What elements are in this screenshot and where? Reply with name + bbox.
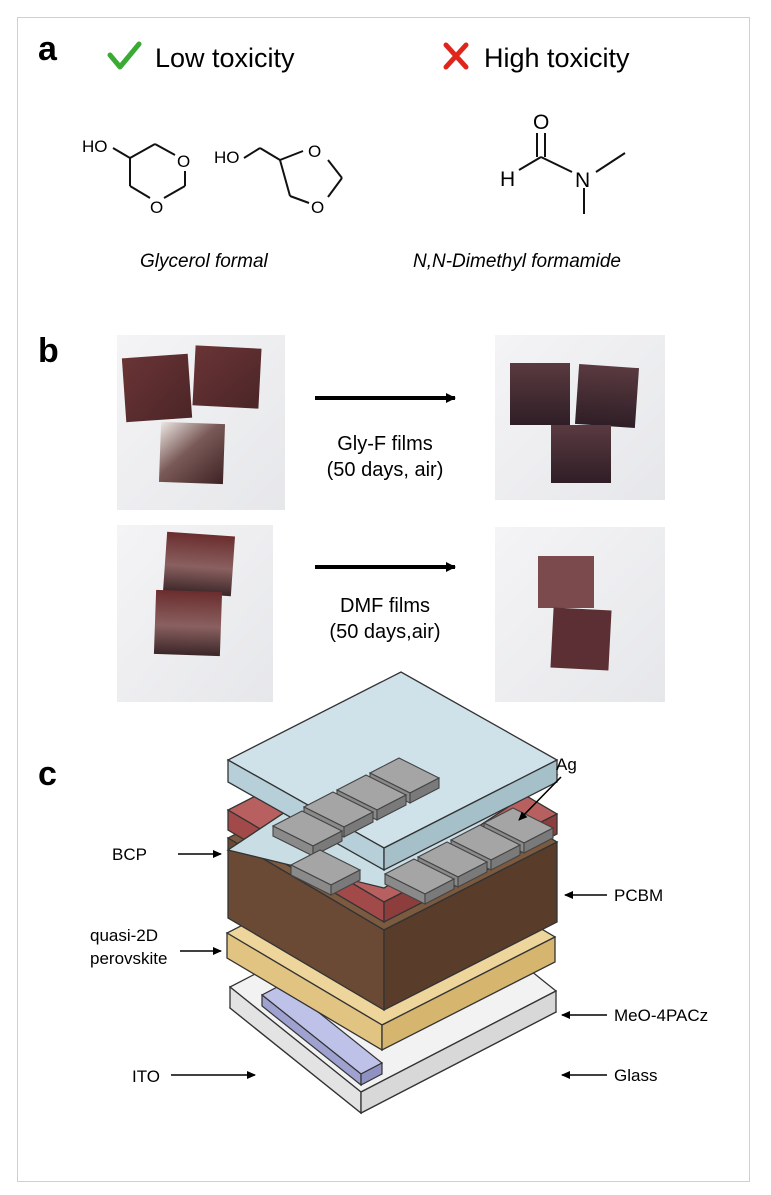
caption-glycerol-formal: Glycerol formal — [140, 251, 269, 272]
check-icon — [107, 41, 142, 70]
film-square — [510, 363, 570, 425]
label-glass: Glass — [614, 1066, 657, 1085]
label-perovskite-line2: perovskite — [90, 949, 167, 968]
photo-dmf-aged — [495, 527, 665, 702]
low-toxicity-label: Low toxicity — [155, 43, 295, 73]
film-square — [121, 353, 193, 423]
label-pcbm: PCBM — [614, 886, 663, 905]
ag-pad — [271, 810, 344, 857]
film-square-degraded — [162, 531, 236, 597]
label-ito: ITO — [132, 1067, 160, 1086]
dmf-h-label: H — [500, 168, 515, 191]
label-bcp: BCP — [112, 845, 147, 864]
cross-icon — [443, 42, 469, 70]
label-perovskite-line1: quasi-2D — [90, 926, 158, 945]
film-square — [538, 556, 594, 608]
panel-c-label: c — [38, 755, 57, 793]
dmf-caption-line1: DMF films — [340, 595, 430, 617]
high-toxicity-label: High toxicity — [484, 43, 630, 73]
glyf-caption-line1: Gly-F films — [337, 433, 433, 455]
glycerol-formal-dioxolane-structure — [243, 147, 343, 204]
glyf-caption-line2: (50 days, air) — [327, 459, 444, 481]
film-square — [551, 425, 611, 483]
film-square-degraded — [158, 421, 226, 485]
mol1-ring-o-top: O — [177, 152, 190, 171]
mol2-ring-o-top: O — [308, 142, 321, 161]
film-square — [550, 607, 612, 671]
mol2-ho-label: HO — [214, 148, 240, 167]
mol1-ho-label: HO — [82, 137, 108, 156]
photo-dmf-fresh — [117, 525, 273, 702]
photo-glyf-fresh — [117, 335, 285, 510]
mol1-ring-o-bottom: O — [150, 198, 163, 217]
photo-glyf-aged — [495, 335, 665, 500]
caption-dmf: N,N-Dimethyl formamide — [413, 251, 621, 272]
ag-pad — [383, 858, 456, 905]
panel-a-label: a — [38, 30, 58, 68]
film-square — [574, 363, 640, 429]
arrow-ag — [518, 776, 562, 821]
label-ag: Ag — [556, 755, 577, 774]
dmf-o-label: O — [533, 111, 549, 134]
ag-electrodes — [271, 757, 555, 905]
dmf-n-label: N — [575, 169, 590, 192]
film-square — [192, 345, 262, 409]
mol2-ring-o-bottom: O — [311, 198, 324, 217]
dmf-caption-line2: (50 days,air) — [329, 621, 440, 643]
dmf-structure — [518, 133, 626, 214]
panel-b-label: b — [38, 332, 59, 370]
label-meo-4pacz: MeO-4PACz — [614, 1006, 708, 1025]
film-square-degraded — [153, 589, 223, 657]
glycerol-formal-dioxane-structure — [112, 143, 186, 199]
ag-pad — [289, 849, 362, 896]
